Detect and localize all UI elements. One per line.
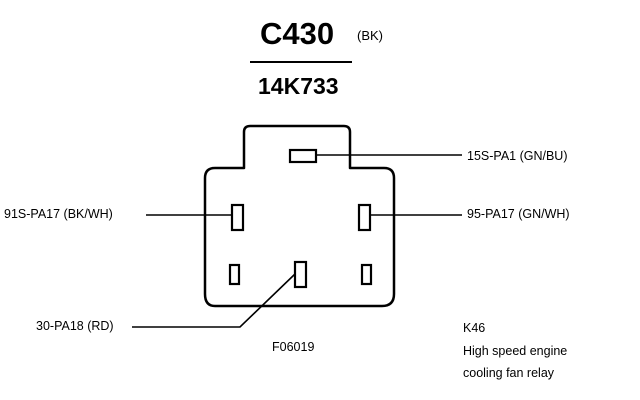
terminal-pin-91s xyxy=(230,203,245,232)
terminal-cavity-right xyxy=(360,263,373,286)
part-number: 14K733 xyxy=(258,73,339,99)
leader-line-30 xyxy=(132,273,296,328)
component-id: K46 xyxy=(463,321,486,335)
pin-label-30: 30-PA18 (RD) xyxy=(36,319,114,333)
terminal-pin-95 xyxy=(357,203,372,232)
terminal-cavity-left xyxy=(228,263,241,286)
connector-housing xyxy=(203,124,396,308)
component-description-line1: High speed engine xyxy=(463,344,568,358)
pin-label-15s: 15S-PA1 (GN/BU) xyxy=(467,149,568,163)
pin-label-91s: 91S-PA17 (BK/WH) xyxy=(4,207,113,221)
connector-id: C430 xyxy=(260,16,335,51)
pin-label-95: 95-PA17 (GN/WH) xyxy=(467,207,570,221)
terminal-pin-30 xyxy=(293,260,308,289)
figure-id: F06019 xyxy=(272,340,315,354)
connector-color-code: (BK) xyxy=(357,28,383,43)
terminal-pin-15s xyxy=(288,148,318,164)
component-description-line2: cooling fan relay xyxy=(463,366,555,380)
